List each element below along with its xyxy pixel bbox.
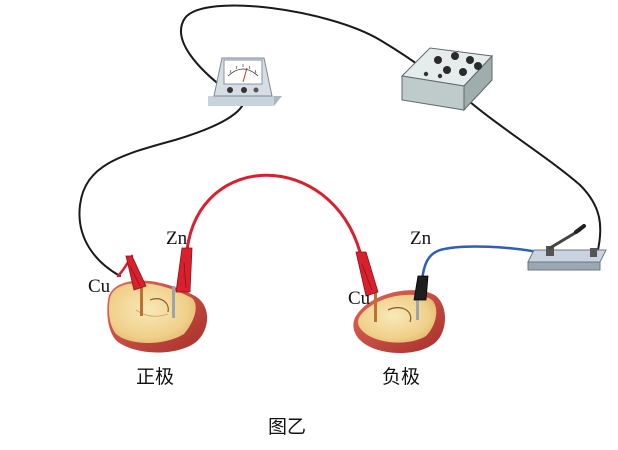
galvanometer-icon <box>208 57 282 106</box>
label-right-cu: Cu <box>348 288 371 309</box>
blue-wire <box>420 245 550 282</box>
right-apple <box>353 288 445 354</box>
label-positive: 正极 <box>136 366 175 388</box>
black-wires <box>78 4 602 277</box>
label-left-zn: Zn <box>166 228 188 249</box>
label-negative: 负极 <box>382 366 421 388</box>
left-apple <box>107 280 208 353</box>
right-zn-clip <box>413 275 429 301</box>
right-cu-clip <box>355 251 379 297</box>
label-right-zn: Zn <box>410 228 432 249</box>
red-wire <box>185 173 362 254</box>
figure-caption: 图乙 <box>268 416 307 438</box>
resistance-box-icon <box>400 47 494 112</box>
left-cu-clip <box>125 255 147 291</box>
left-zn-clip <box>175 247 193 293</box>
label-left-cu: Cu <box>88 276 111 297</box>
knife-switch-icon <box>527 224 607 271</box>
